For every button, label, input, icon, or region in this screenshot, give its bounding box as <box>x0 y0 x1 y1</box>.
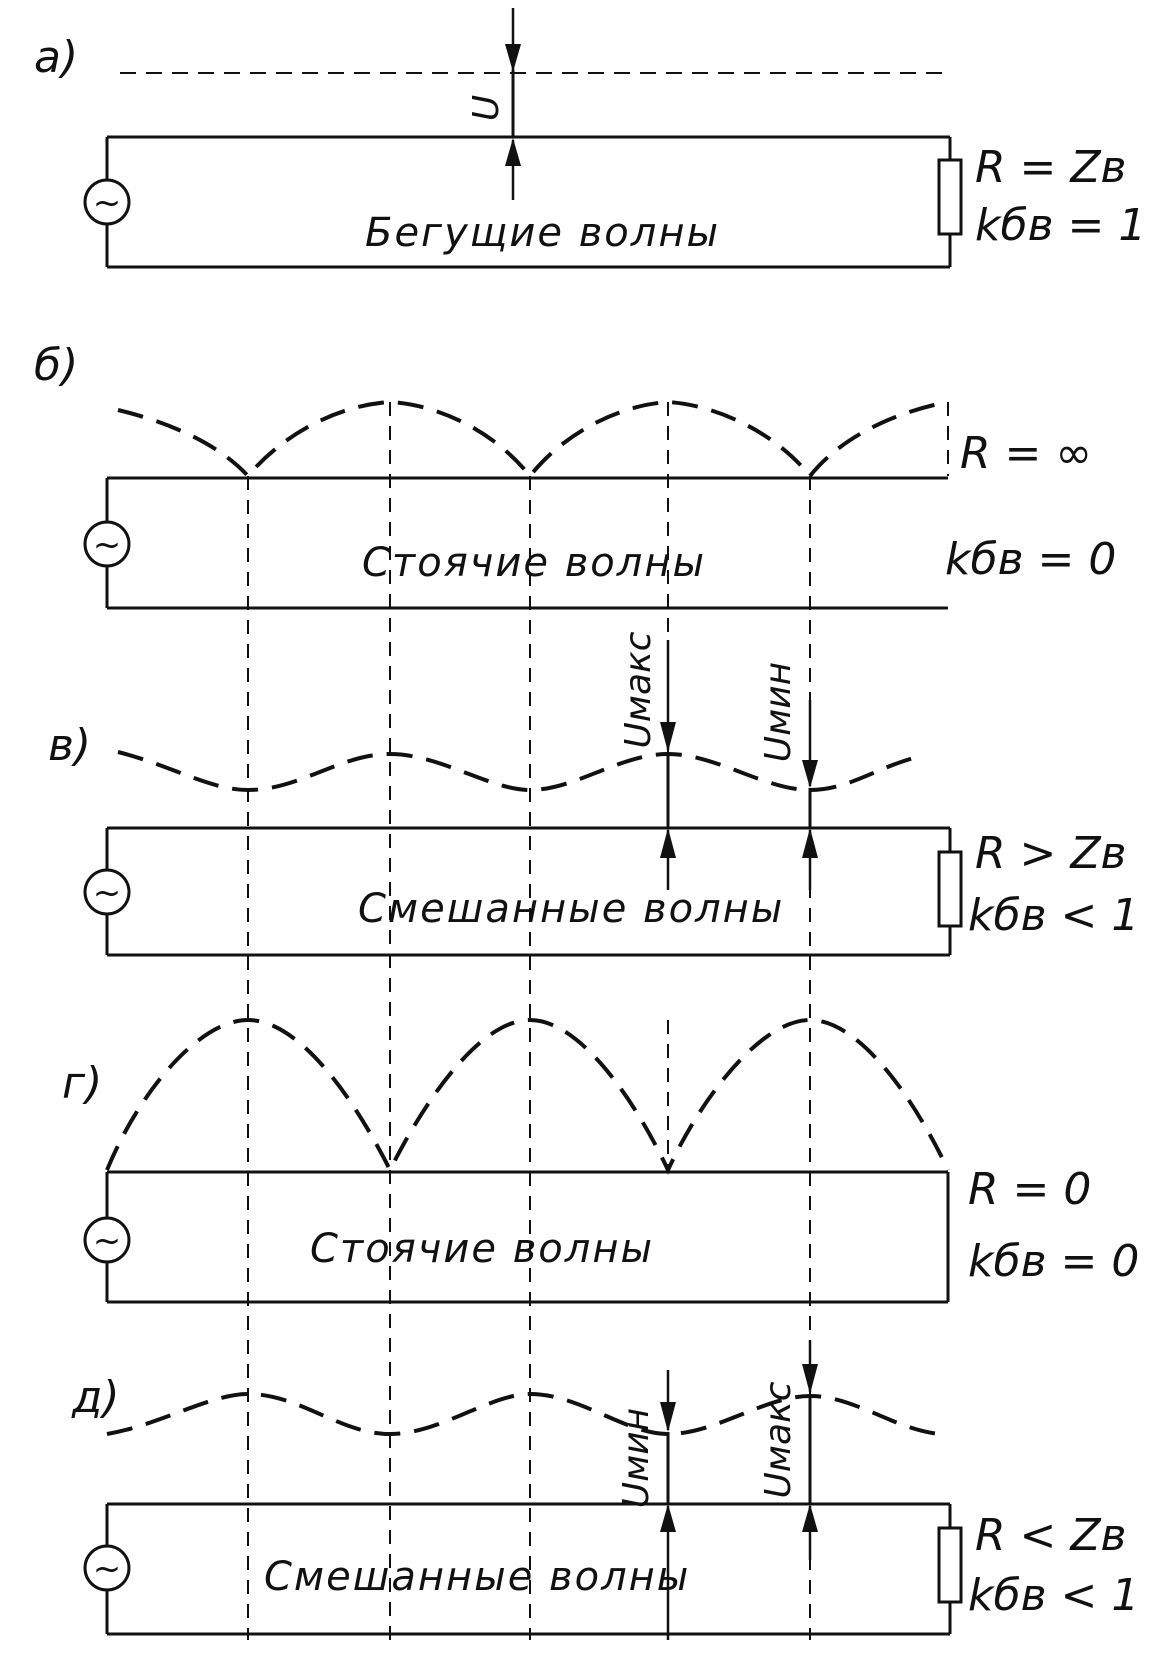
voltage-u-label: U <box>466 95 507 121</box>
ac-source-symbol: ~ <box>93 525 122 565</box>
vertical-guides <box>247 402 811 1640</box>
ac-source-icon <box>83 520 131 568</box>
load-resistor-icon <box>937 158 963 236</box>
ac-source-icon <box>83 868 131 916</box>
panel-d-umin-label: Uмин <box>616 1408 657 1508</box>
panel-d-k-label: kбв < 1 <box>968 1570 1139 1621</box>
panel-v: в) Uмакс Uмин ~ Смешанные волны R > Zв k… <box>48 631 1139 957</box>
arrow-down-icon <box>505 44 521 72</box>
panel-b-voltage-envelope <box>117 399 949 480</box>
arrow-down-icon <box>802 760 818 788</box>
panel-d: д) Uмин Uмакс ~ Смешанные волны R < Zв k… <box>71 1340 1139 1640</box>
panel-v-umin-label: Uмин <box>758 662 799 762</box>
ac-source-symbol: ~ <box>93 1221 122 1261</box>
panel-a: а) U ~ Бегущие волны R = Zв kбв = 1 <box>34 8 1146 269</box>
panel-a-label: а) <box>34 32 78 83</box>
panel-v-label: в) <box>48 720 91 771</box>
panel-v-caption: Смешанные волны <box>358 886 784 932</box>
panel-d-r-label: R < Zв <box>975 1510 1127 1561</box>
panel-b-k-label: kбв = 0 <box>945 534 1116 585</box>
panel-v-r-label: R > Zв <box>975 828 1127 879</box>
arrow-down-icon <box>802 1364 818 1394</box>
panel-a-caption: Бегущие волны <box>365 210 720 256</box>
panel-g-k-label: kбв = 0 <box>968 1236 1139 1287</box>
panel-d-umax-label: Uмакс <box>758 1381 799 1498</box>
arrow-up-icon <box>660 1504 676 1532</box>
ac-source-icon <box>83 1216 131 1264</box>
ac-source-symbol: ~ <box>93 183 122 223</box>
arrow-up-icon <box>802 1504 818 1532</box>
arrow-up-icon <box>505 138 521 166</box>
ac-source-icon <box>83 178 131 226</box>
ac-source-icon <box>83 1544 131 1592</box>
panel-d-voltage-envelope <box>106 1391 941 1437</box>
ac-source-symbol: ~ <box>93 1549 122 1589</box>
panel-b: б) ~ Стоячие волны R = ∞ kбв = 0 <box>34 340 1116 610</box>
arrow-up-icon <box>660 828 676 858</box>
arrow-down-icon <box>660 722 676 752</box>
panel-g-r-label: R = 0 <box>968 1164 1091 1215</box>
arrow-up-icon <box>802 828 818 858</box>
panel-a-r-label: R = Zв <box>975 142 1127 193</box>
panel-g-label: г) <box>62 1058 102 1109</box>
panel-b-caption: Стоячие волны <box>362 540 706 586</box>
panel-b-label: б) <box>34 340 78 391</box>
panel-g-caption: Стоячие волны <box>310 1226 654 1272</box>
panel-v-voltage-envelope <box>117 750 923 793</box>
panel-g-voltage-envelope <box>105 1017 950 1175</box>
panel-a-k-label: kбв = 1 <box>975 200 1146 251</box>
load-resistor-icon <box>937 1526 963 1604</box>
panel-v-umax-label: Uмакс <box>618 631 659 748</box>
panel-d-label: д) <box>71 1372 120 1423</box>
arrow-down-icon <box>660 1402 676 1432</box>
panel-d-caption: Смешанные волны <box>264 1554 690 1600</box>
panel-b-r-label: R = ∞ <box>960 428 1092 479</box>
load-resistor-icon <box>937 850 963 928</box>
panel-v-k-label: kбв < 1 <box>968 890 1139 941</box>
ac-source-symbol: ~ <box>93 873 122 913</box>
panel-g: г) ~ Стоячие волны R = 0 kбв = 0 <box>62 1017 1139 1304</box>
